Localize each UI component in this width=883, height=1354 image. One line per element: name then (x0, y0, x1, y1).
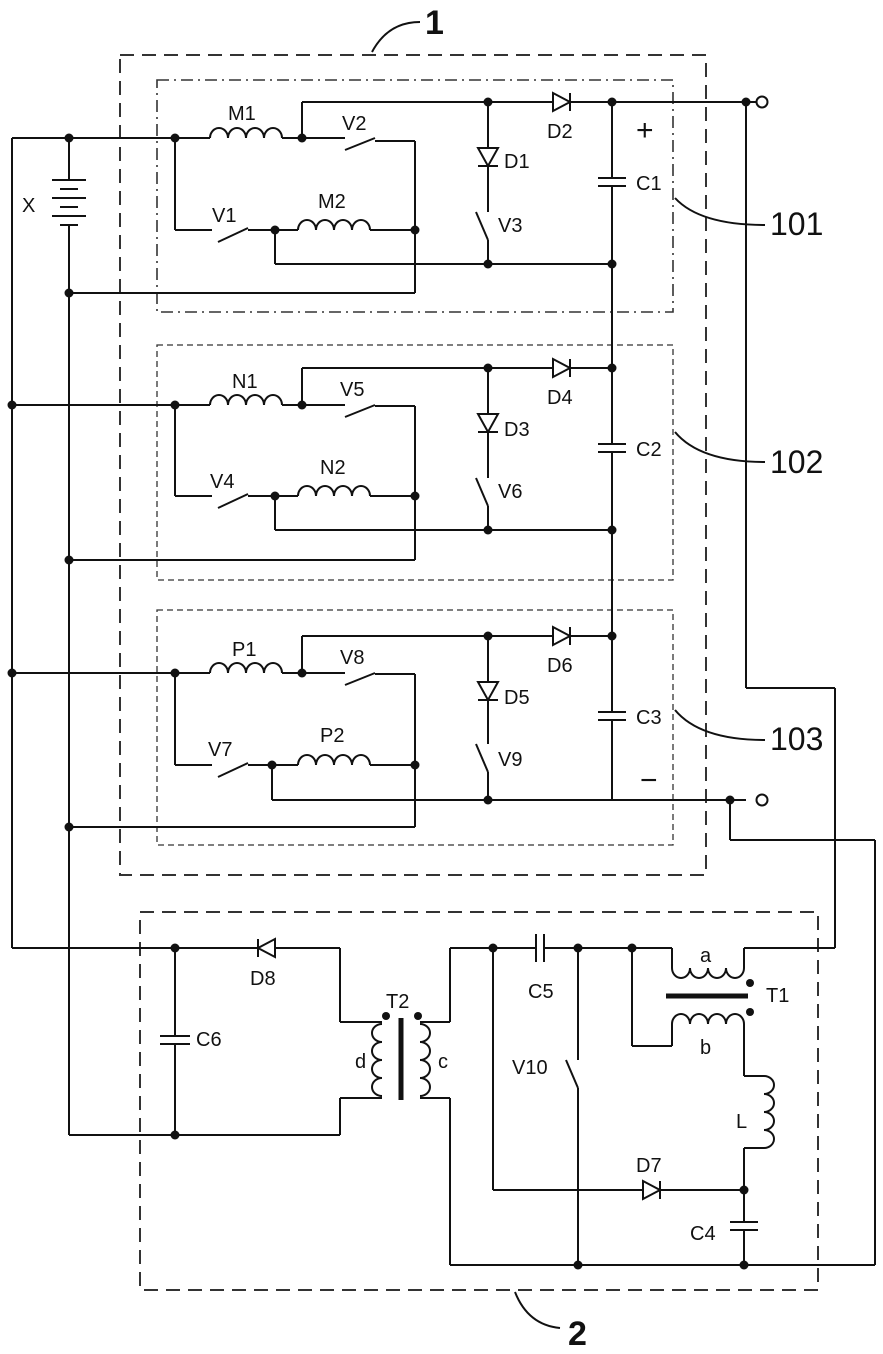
label-a: a (700, 945, 712, 967)
label-C4: C4 (690, 1223, 716, 1245)
label-D5: D5 (504, 687, 530, 709)
label-D1: D1 (504, 151, 530, 173)
label-block-103: 103 (770, 721, 823, 757)
label-M1: M1 (228, 103, 256, 125)
label-102-leader (675, 432, 765, 462)
label-103-leader (675, 710, 765, 740)
label-101-leader (675, 198, 765, 225)
diode-D1 (478, 148, 498, 166)
switch-V5 (345, 405, 375, 417)
label-V2: V2 (342, 113, 366, 135)
switch-V9 (476, 744, 488, 772)
inductor-N2 (298, 486, 370, 496)
label-L: L (736, 1111, 747, 1133)
label-N2: N2 (320, 457, 346, 479)
switch-V10 (566, 1060, 578, 1088)
polarity-minus: − (640, 764, 658, 797)
label-M2: M2 (318, 191, 346, 213)
battery-x: X (12, 134, 175, 1136)
label-V1: V1 (212, 205, 236, 227)
diode-D4 (553, 359, 570, 377)
label-T2: T2 (386, 991, 409, 1013)
block-labels: 1 2 101 102 103 (372, 4, 823, 1353)
label-D7: D7 (636, 1155, 662, 1177)
switch-V1 (218, 228, 248, 242)
label-V3: V3 (498, 215, 522, 237)
switch-V2 (345, 138, 375, 150)
label-D8: D8 (250, 968, 276, 990)
label-C2: C2 (636, 439, 662, 461)
label-C5: C5 (528, 981, 554, 1003)
label-V5: V5 (340, 379, 364, 401)
label-D2: D2 (547, 121, 573, 143)
label-N1: N1 (232, 371, 258, 393)
right-wiring (730, 102, 875, 1265)
label-D4: D4 (547, 387, 573, 409)
label-C6: C6 (196, 1029, 222, 1051)
label-1-leader (372, 22, 420, 52)
output-terminal-minus (757, 795, 768, 806)
output-terminal-plus (757, 97, 768, 108)
label-V10: V10 (512, 1057, 548, 1079)
label-V4: V4 (210, 471, 234, 493)
label-P1: P1 (232, 639, 256, 661)
label-V6: V6 (498, 481, 522, 503)
label-block-2: 2 (568, 1315, 587, 1353)
inductor-N1 (210, 395, 282, 405)
inductor-M1 (210, 128, 282, 138)
diode-D3 (478, 414, 498, 432)
label-V8: V8 (340, 647, 364, 669)
transformer-T2-winding-c (420, 1024, 430, 1096)
label-X: X (22, 195, 35, 217)
label-block-1: 1 (425, 4, 444, 42)
label-V7: V7 (208, 739, 232, 761)
transformer-T2-winding-d (372, 1024, 382, 1096)
switch-V3 (476, 212, 488, 240)
block-2-circuit: D8 C6 T2 d c C5 (12, 934, 875, 1270)
inductor-L (764, 1076, 774, 1148)
label-C1: C1 (636, 173, 662, 195)
label-c: c (438, 1051, 448, 1073)
block-2-boundary (140, 912, 818, 1290)
label-2-leader (515, 1292, 560, 1328)
block-boundaries (120, 55, 818, 1290)
label-C3: C3 (636, 707, 662, 729)
switch-V8 (345, 673, 375, 685)
inductor-P2 (298, 755, 370, 765)
diode-D5 (478, 682, 498, 700)
module-102: N1 V5 V4 N2 D3 V6 D4 (8, 359, 662, 565)
inductor-P1 (210, 663, 282, 673)
label-b: b (700, 1037, 711, 1059)
transformer-T1-winding-a (672, 968, 744, 978)
label-P2: P2 (320, 725, 344, 747)
diode-D6 (553, 627, 570, 645)
switch-V4 (218, 494, 248, 508)
switch-V7 (218, 763, 248, 777)
transformer-T1-winding-b (672, 1014, 744, 1024)
label-D6: D6 (547, 655, 573, 677)
inductor-M2 (298, 220, 370, 230)
label-block-102: 102 (770, 444, 823, 480)
label-d: d (355, 1051, 366, 1073)
module-103: P1 V8 V7 P2 D5 V9 D6 (8, 627, 768, 832)
label-V9: V9 (498, 749, 522, 771)
label-T1: T1 (766, 985, 789, 1007)
polarity-plus: + (636, 114, 654, 147)
switch-V6 (476, 478, 488, 506)
diode-D2 (553, 93, 570, 111)
label-D3: D3 (504, 419, 530, 441)
diode-D7 (643, 1181, 660, 1199)
diode-D8 (258, 939, 275, 957)
label-block-101: 101 (770, 206, 823, 242)
